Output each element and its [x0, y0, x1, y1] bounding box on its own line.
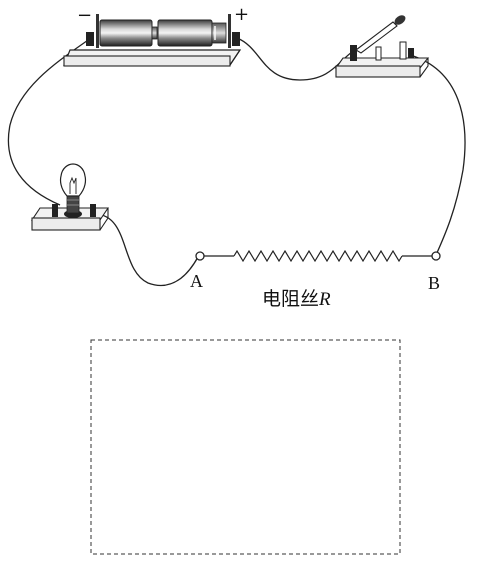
light-bulb — [30, 163, 110, 231]
terminal-b-label: B — [428, 273, 440, 293]
resistor-label-cn: 电阻丝 — [262, 288, 319, 310]
battery-positive-terminal — [232, 32, 240, 46]
battery-minus-sign: − — [77, 5, 92, 26]
resistor-zigzag — [233, 249, 403, 263]
battery-negative-terminal — [86, 32, 94, 46]
wire-battery-to-switch — [236, 37, 353, 81]
wire-switch-to-b — [409, 54, 466, 256]
battery-pack: − + — [63, 4, 249, 67]
battery-cell-left — [99, 19, 158, 47]
resistor-wire — [195, 249, 441, 263]
terminal-a-label: A — [190, 271, 203, 291]
switch-blade — [355, 21, 398, 54]
wires — [7, 37, 466, 287]
answer-box[interactable] — [90, 339, 401, 555]
wire-battery-to-lamp — [7, 37, 92, 206]
knife-switch — [334, 15, 430, 78]
battery-plus-sign: + — [234, 4, 249, 25]
switch-handle — [394, 15, 406, 25]
wire-lamp-to-a — [94, 213, 199, 287]
resistor-label-symbol: R — [318, 289, 331, 310]
resistor-label: 电阻丝R — [262, 288, 331, 310]
terminal-b-node — [431, 251, 441, 261]
battery-cell-right — [157, 19, 227, 47]
terminal-a-node — [195, 251, 205, 261]
